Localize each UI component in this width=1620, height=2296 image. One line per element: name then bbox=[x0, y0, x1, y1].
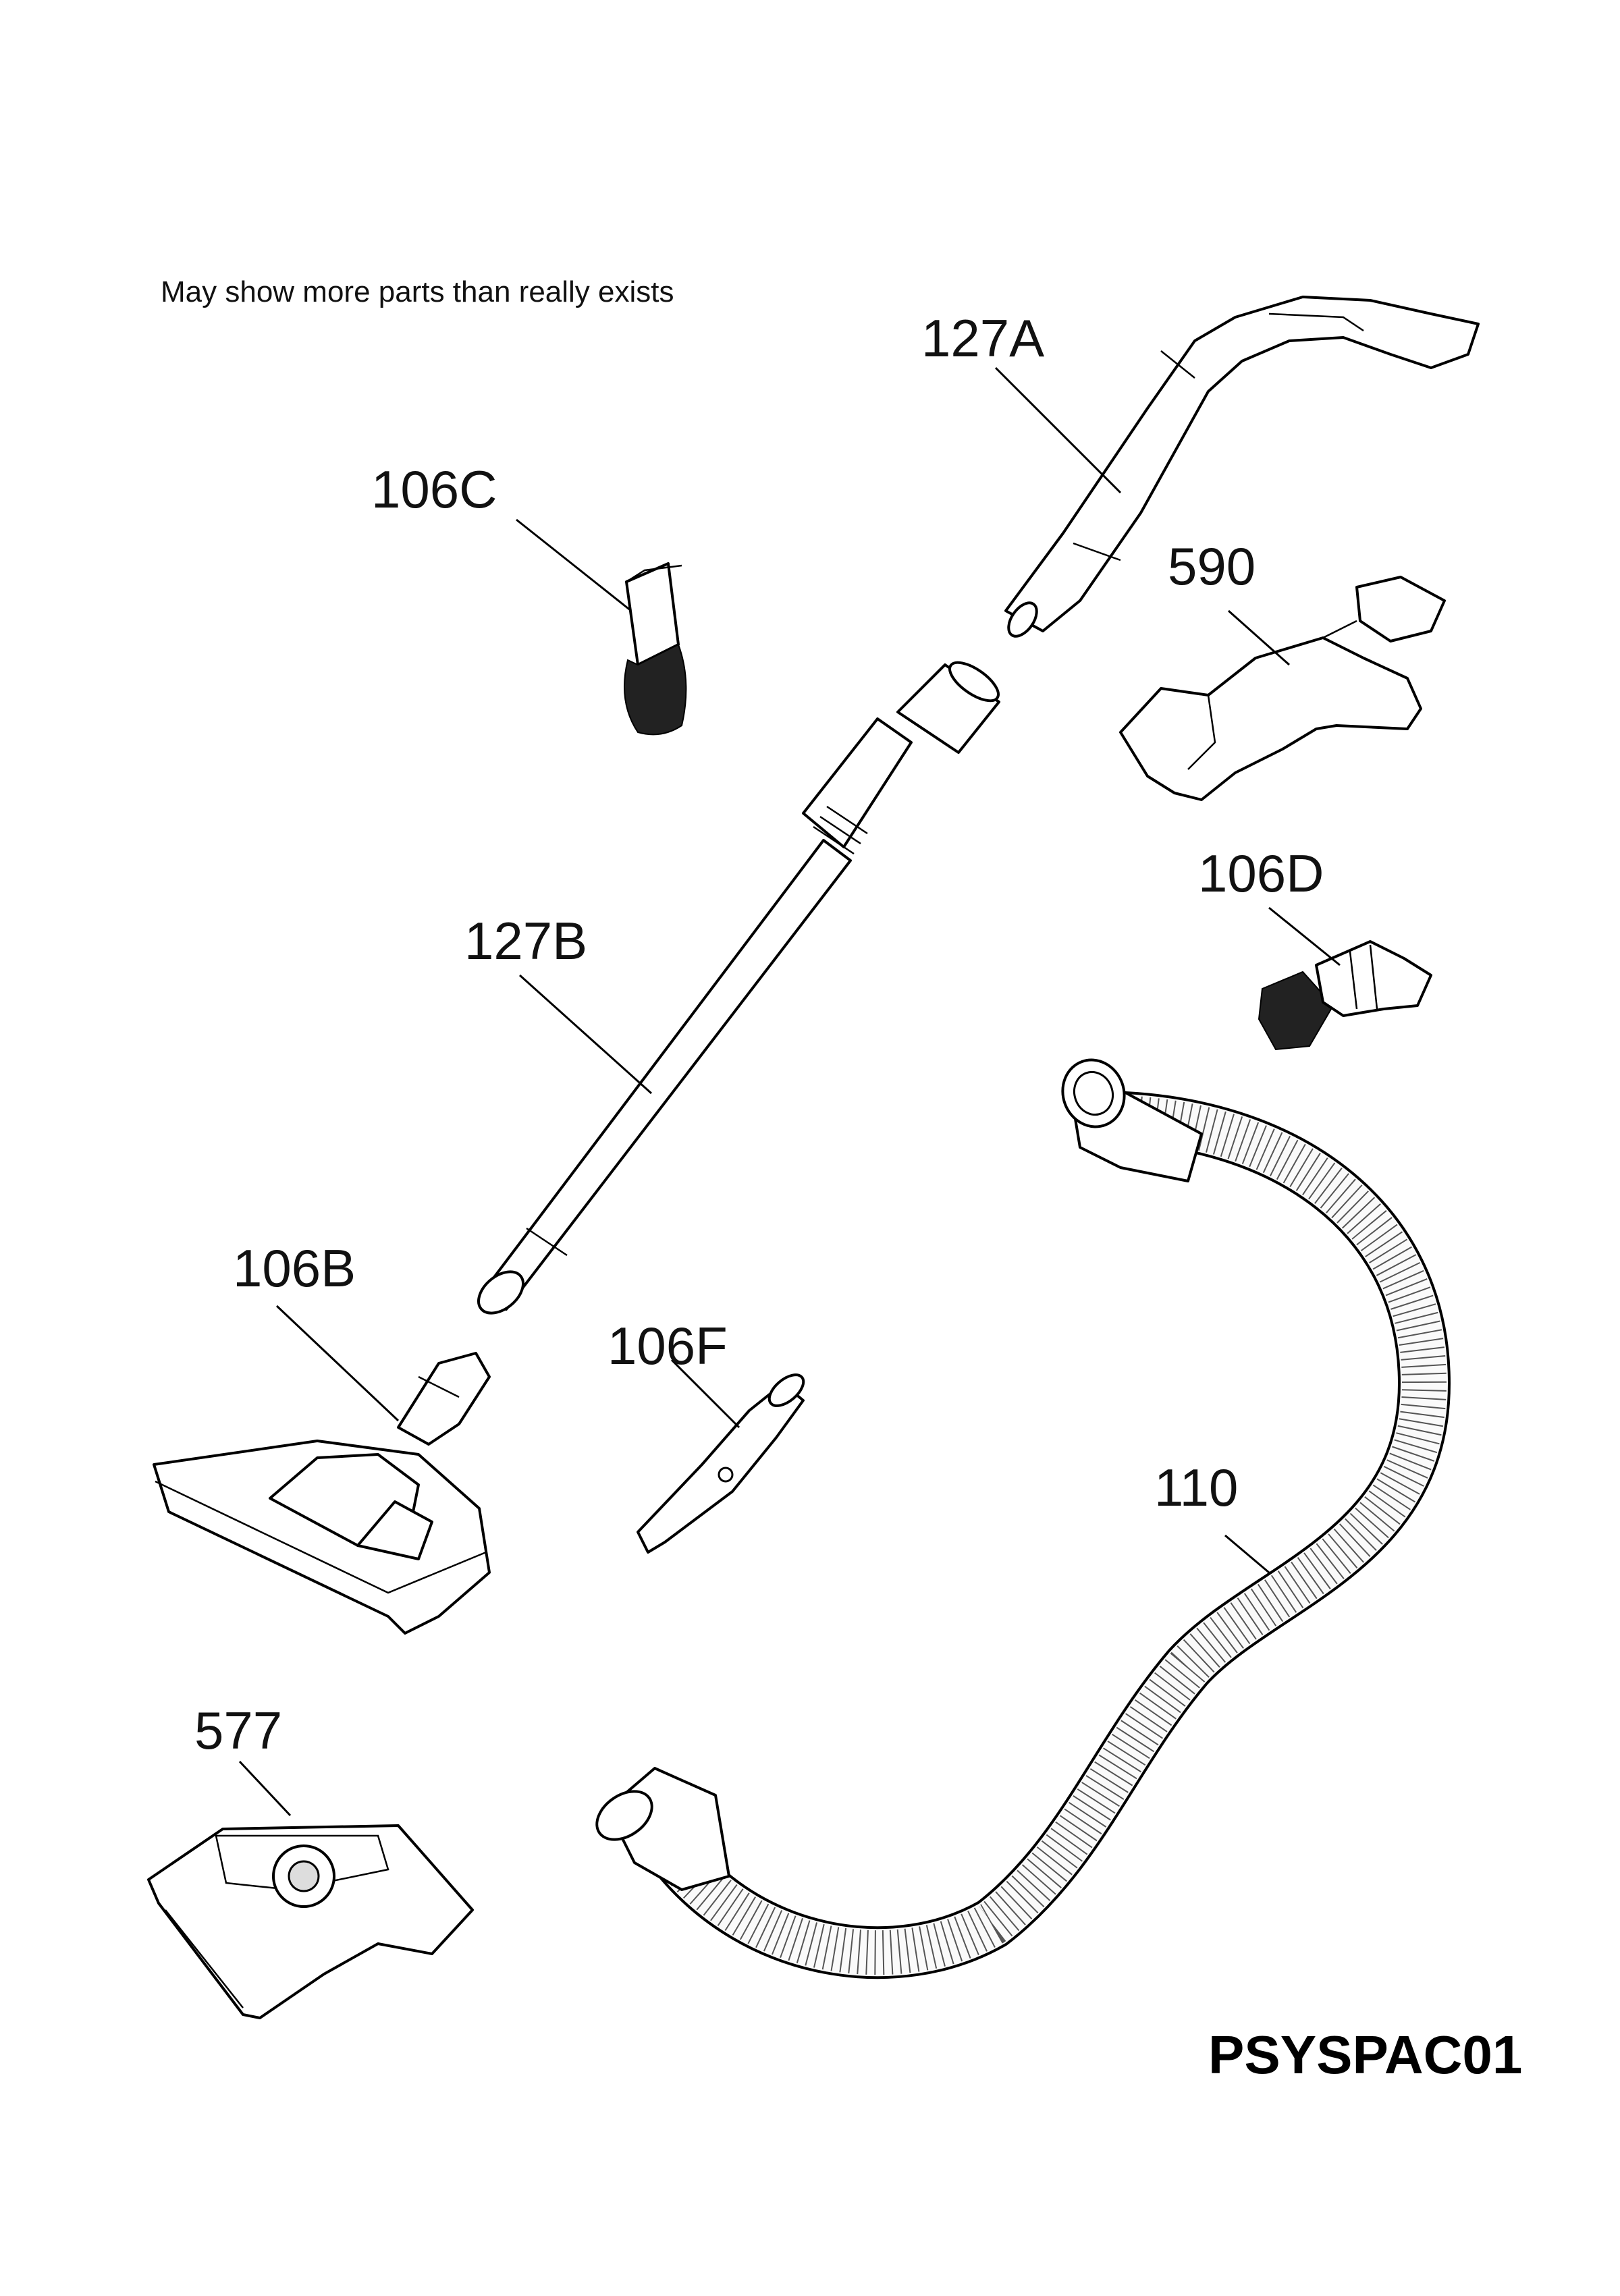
dust-bag-icon bbox=[147, 1824, 474, 2019]
adapter-icon bbox=[1119, 576, 1446, 801]
leader-106C bbox=[516, 518, 632, 612]
part-label-127B: 127B bbox=[464, 911, 588, 971]
dusting-brush-icon bbox=[1258, 940, 1432, 1051]
hose-icon bbox=[595, 1058, 1451, 1979]
leader-110 bbox=[1224, 1534, 1270, 1574]
leader-106F bbox=[670, 1359, 740, 1429]
tube-icon bbox=[477, 661, 1000, 1315]
handle-icon bbox=[1004, 296, 1480, 638]
leader-106B bbox=[275, 1305, 400, 1422]
diagram-code: PSYSPAC01 bbox=[1208, 2025, 1523, 2085]
crevice-tool-icon bbox=[637, 1373, 805, 1554]
leader-577 bbox=[238, 1760, 292, 1817]
part-label-106B: 106B bbox=[233, 1238, 356, 1298]
leader-590 bbox=[1228, 609, 1290, 666]
disclaimer-note: May show more parts than really exists bbox=[161, 275, 674, 308]
part-label-577: 577 bbox=[194, 1701, 283, 1760]
part-label-590: 590 bbox=[1168, 537, 1256, 596]
part-label-106C: 106C bbox=[371, 460, 497, 519]
part-label-106F: 106F bbox=[608, 1316, 728, 1375]
leader-127A bbox=[994, 366, 1122, 494]
floor-nozzle-icon bbox=[153, 1352, 491, 1635]
part-label-110: 110 bbox=[1154, 1458, 1239, 1517]
brush-icon bbox=[624, 562, 687, 736]
leader-127B bbox=[518, 974, 653, 1095]
part-label-127A: 127A bbox=[921, 308, 1045, 368]
leader-106D bbox=[1268, 906, 1341, 966]
part-label-106D: 106D bbox=[1198, 844, 1324, 903]
